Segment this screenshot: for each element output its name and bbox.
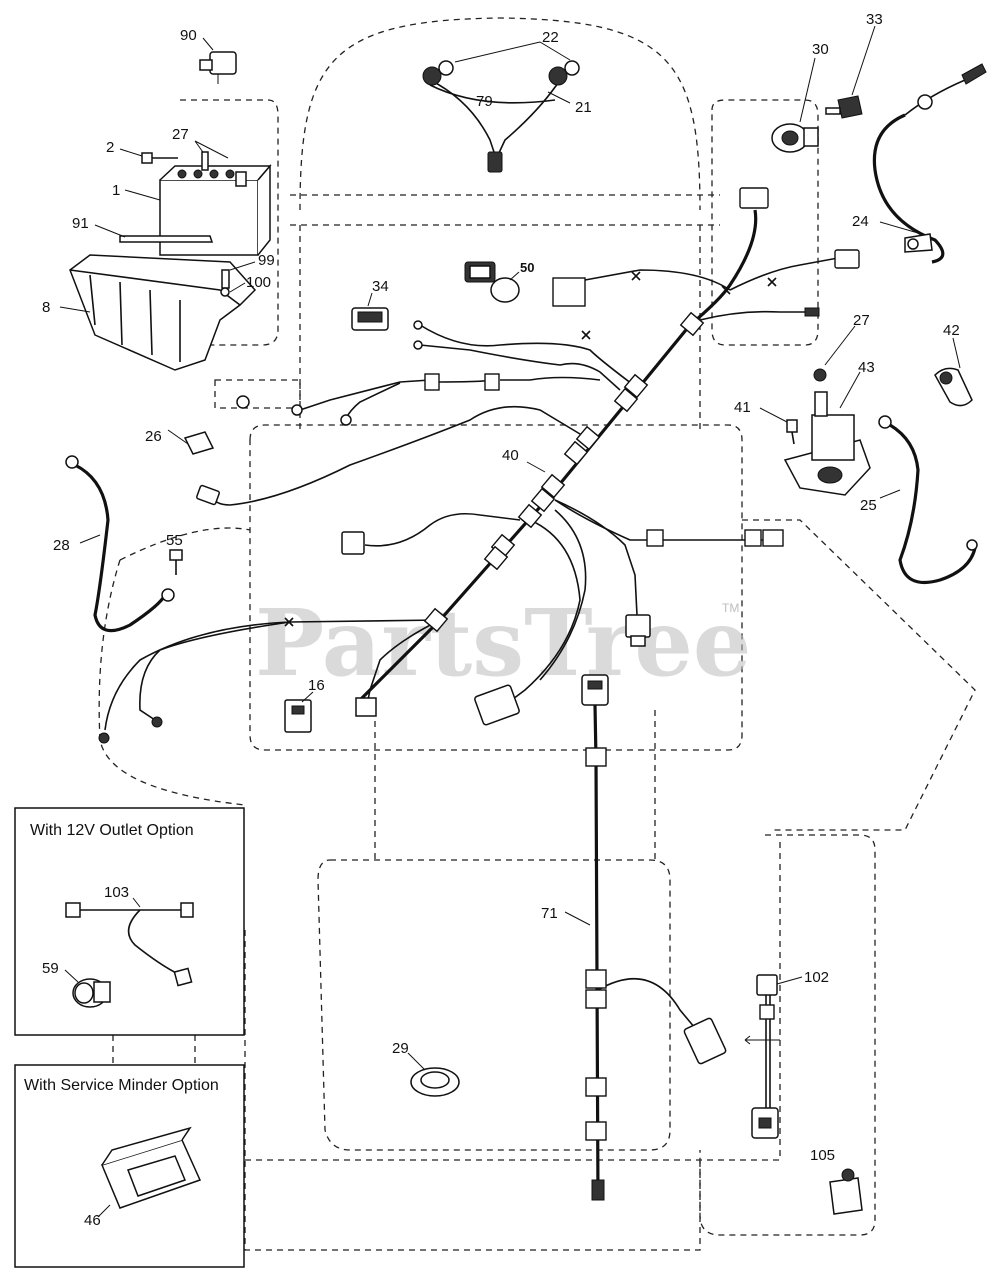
callout-59: 59 bbox=[42, 960, 59, 977]
ground-cable-28 bbox=[65, 455, 175, 633]
callout-90: 90 bbox=[180, 27, 197, 44]
minder-option-box: With Service Minder Option bbox=[14, 1064, 245, 1268]
callout-24: 24 bbox=[852, 213, 869, 230]
outlet-option-title: With 12V Outlet Option bbox=[30, 822, 194, 839]
part-105-switch bbox=[829, 1168, 863, 1215]
callout-43: 43 bbox=[858, 359, 875, 376]
callout-91: 91 bbox=[72, 215, 89, 232]
callout-46: 46 bbox=[84, 1212, 101, 1229]
solenoid-bolt bbox=[786, 419, 798, 445]
ignition-switch bbox=[771, 123, 819, 153]
starter-solenoid bbox=[783, 368, 871, 496]
part-29-horn bbox=[410, 1067, 460, 1097]
callout-21: 21 bbox=[575, 99, 592, 116]
part-16-relay bbox=[284, 699, 312, 733]
switch-34 bbox=[351, 307, 389, 331]
ground-bolt bbox=[169, 549, 183, 575]
headlight-harness bbox=[422, 60, 580, 173]
part-26-fuse bbox=[183, 431, 215, 455]
callout-28: 28 bbox=[53, 537, 70, 554]
battery-strap bbox=[119, 235, 214, 243]
outlet-option-box: With 12V Outlet Option bbox=[14, 807, 245, 1036]
callout-79: 79 bbox=[476, 93, 493, 110]
callout-22: 22 bbox=[542, 29, 559, 46]
battery-cable-25 bbox=[878, 415, 978, 585]
rear-harness-71 bbox=[581, 674, 727, 1201]
callout-30: 30 bbox=[812, 41, 829, 58]
callout-8: 8 bbox=[42, 299, 50, 316]
ignition-key bbox=[825, 95, 863, 119]
battery-cable-24 bbox=[872, 63, 987, 264]
callout-34: 34 bbox=[372, 278, 389, 295]
battery-bolt bbox=[141, 152, 178, 164]
callout-99: 99 bbox=[258, 252, 275, 269]
callout-41: 41 bbox=[734, 399, 751, 416]
watermark-trademark: TM bbox=[722, 601, 739, 615]
callout-103: 103 bbox=[104, 884, 129, 901]
callout-27b: 27 bbox=[853, 312, 870, 329]
callout-16: 16 bbox=[308, 677, 325, 694]
callout-55: 55 bbox=[166, 532, 183, 549]
callout-1: 1 bbox=[112, 182, 120, 199]
part-42-boot bbox=[934, 367, 973, 407]
callout-2: 2 bbox=[106, 139, 114, 156]
callout-26: 26 bbox=[145, 428, 162, 445]
callout-105: 105 bbox=[810, 1147, 835, 1164]
callout-25: 25 bbox=[860, 497, 877, 514]
part-102-harness bbox=[744, 974, 780, 1139]
minder-option-title: With Service Minder Option bbox=[24, 1077, 219, 1094]
callout-29: 29 bbox=[392, 1040, 409, 1057]
tractor-outline bbox=[98, 17, 976, 1251]
battery-tray bbox=[69, 254, 257, 371]
callout-100: 100 bbox=[246, 274, 271, 291]
callout-42: 42 bbox=[943, 322, 960, 339]
watermark-text: PartsTree bbox=[255, 589, 751, 697]
main-harness-40 bbox=[98, 187, 860, 744]
callout-50: 50 bbox=[520, 260, 534, 275]
callout-40: 40 bbox=[502, 447, 519, 464]
callout-27a: 27 bbox=[172, 126, 189, 143]
callout-33: 33 bbox=[866, 11, 883, 28]
callout-71: 71 bbox=[541, 905, 558, 922]
part-90-connector bbox=[199, 51, 237, 84]
switch-50 bbox=[464, 261, 520, 303]
callout-102: 102 bbox=[804, 969, 829, 986]
